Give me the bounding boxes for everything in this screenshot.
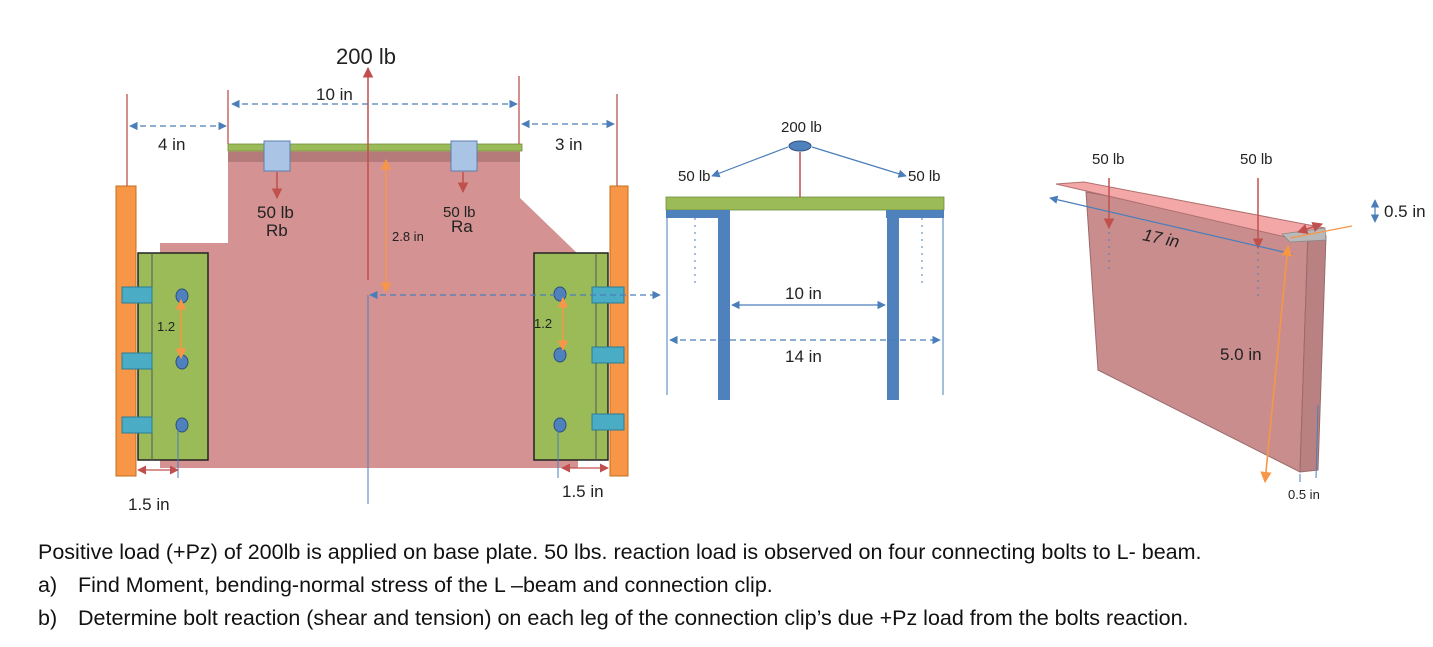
middle-view: 200 lb 50 lb 50 lb 10 in 14 in bbox=[665, 119, 945, 400]
problem-part-a: a) Find Moment, bending-normal stress of … bbox=[38, 569, 1428, 602]
part-a-text: Find Moment, bending-normal stress of th… bbox=[78, 573, 773, 597]
label-rb-value: 50 lb bbox=[257, 203, 294, 222]
label-front-50lb-right: 50 lb bbox=[908, 168, 941, 185]
front-left-leg bbox=[718, 210, 730, 400]
label-dim-10in: 10 in bbox=[316, 85, 353, 104]
label-dim-1-5in-right: 1.5 in bbox=[562, 482, 604, 501]
label-dim-1-2-right: 1.2 bbox=[534, 316, 552, 331]
right-l-beam bbox=[609, 185, 629, 477]
clip-rb bbox=[263, 140, 291, 172]
label-iso-50lb-left: 50 lb bbox=[1092, 151, 1125, 168]
label-rb-name: Rb bbox=[266, 221, 288, 240]
dim-line-iso-17in bbox=[1049, 195, 1293, 257]
label-load-200lb: 200 lb bbox=[336, 44, 396, 69]
label-dim-4in: 4 in bbox=[158, 135, 185, 154]
label-iso-0-5in-top: 0.5 in bbox=[1384, 202, 1426, 221]
dim-line-iso-5-0in bbox=[1260, 244, 1293, 484]
problem-part-b: b) Determine bolt reaction (shear and ten… bbox=[38, 602, 1428, 635]
front-top-plate bbox=[665, 196, 945, 211]
label-front-10in: 10 in bbox=[785, 284, 822, 303]
label-iso-0-5in-bottom: 0.5 in bbox=[1288, 487, 1320, 502]
label-ra-name: Ra bbox=[451, 217, 473, 236]
label-front-50lb-left: 50 lb bbox=[678, 168, 711, 185]
left-l-beam bbox=[115, 185, 137, 477]
top-rail bbox=[227, 143, 523, 152]
base-plate bbox=[160, 150, 578, 468]
label-ra-value: 50 lb bbox=[443, 204, 476, 221]
clip-ra bbox=[450, 140, 478, 172]
label-dim-1-5in-left: 1.5 in bbox=[128, 495, 170, 514]
right-view: 50 lb 50 lb 17 in 0.5 in 5.0 in 0.5 in bbox=[1049, 151, 1426, 502]
problem-intro: Positive load (+Pz) of 200lb is applied … bbox=[38, 540, 1202, 564]
load-arrow-to-right bbox=[811, 146, 907, 178]
left-view: 200 lb 10 in 4 in 3 in 50 lb Rb 50 lb Ra… bbox=[115, 44, 661, 514]
free-body-diagram: 200 lb 10 in 4 in 3 in 50 lb Rb 50 lb Ra… bbox=[115, 44, 1426, 514]
part-b-label: b) bbox=[38, 606, 58, 630]
label-front-14in: 14 in bbox=[785, 347, 822, 366]
label-front-200lb: 200 lb bbox=[781, 119, 822, 136]
part-b-text: Determine bolt reaction (shear and tensi… bbox=[78, 606, 1189, 630]
problem-statement: Positive load (+Pz) of 200lb is applied … bbox=[38, 536, 1428, 635]
left-bolt-shanks bbox=[121, 286, 153, 434]
load-arrow-to-left bbox=[711, 146, 789, 178]
front-right-leg bbox=[887, 210, 899, 400]
plate-edge-shade bbox=[228, 152, 520, 162]
part-a-label: a) bbox=[38, 573, 58, 597]
label-dim-2-8in: 2.8 in bbox=[392, 229, 424, 244]
label-iso-5-0in: 5.0 in bbox=[1220, 345, 1262, 364]
load-point-200lb bbox=[788, 140, 812, 152]
label-dim-3in: 3 in bbox=[555, 135, 582, 154]
label-dim-1-2-left: 1.2 bbox=[157, 319, 175, 334]
label-iso-50lb-right: 50 lb bbox=[1240, 151, 1273, 168]
